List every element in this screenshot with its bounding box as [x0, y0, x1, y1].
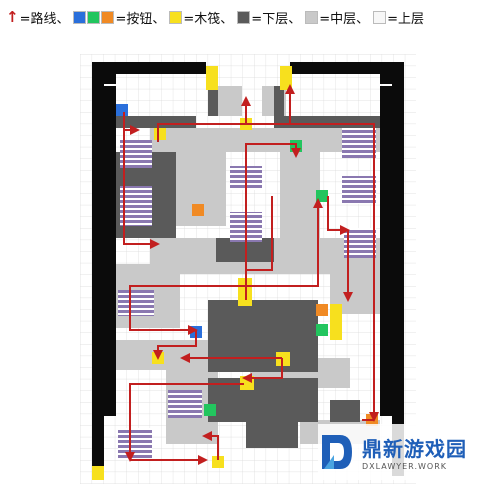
legend-lower: =下层、: [237, 8, 301, 27]
upper-layer-swatch-icon: [373, 10, 387, 24]
route-arrow-icon: [246, 198, 323, 287]
legend-upper: =上层: [373, 8, 424, 27]
watermark: 鼎新游戏园 DXLAWYER.WORK: [318, 424, 498, 480]
legend-upper-label: =上层: [387, 11, 425, 27]
legend-lower-label: =下层、: [251, 11, 302, 27]
route-arrow-icon: [123, 112, 160, 249]
stairs-icon: [168, 390, 202, 418]
raft-icon: [154, 128, 166, 140]
legend-bar: ↑ =路线、 =按钮、 =木筏、 =下层、 =中层、 =上层: [0, 0, 500, 34]
blue-button-swatch-icon: [73, 10, 87, 24]
route-arrow-icon: [125, 383, 244, 462]
orange-button-icon: [316, 304, 328, 316]
legend-middle-label: =中层、: [319, 11, 370, 27]
stairs-icon: [120, 186, 152, 226]
raft-swatch-icon: [169, 10, 183, 24]
orange-button-swatch-icon: [101, 10, 115, 24]
route-arrow-icon: [129, 285, 246, 335]
stairs-icon: [342, 176, 376, 204]
route-arrow-icon: [245, 143, 301, 164]
raft-icon: [206, 66, 218, 90]
raft-icon: [330, 304, 342, 340]
stairs-icon: [120, 140, 152, 168]
stairs-icon: [342, 128, 376, 158]
raft-icon: [212, 456, 224, 468]
route-arrow-icon: ↑: [6, 7, 19, 26]
legend-raft-label: =木筏、: [183, 11, 234, 27]
route-arrow-icon: [157, 123, 379, 422]
watermark-title: 鼎新游戏园: [362, 437, 467, 461]
route-arrow-icon: [202, 431, 219, 460]
lower-layer-areas: [116, 86, 380, 448]
legend-buttons: =按钮、: [73, 8, 165, 27]
route-arrow-icon: [242, 358, 283, 383]
walls: [92, 62, 404, 476]
green-button-swatch-icon: [87, 10, 101, 24]
route-arrow-icon: [123, 116, 140, 135]
green-button-icon: [316, 324, 328, 336]
route-arrow-icon: [327, 196, 350, 235]
route-arrow-icon: [153, 330, 197, 360]
blue-button-icon: [116, 104, 128, 116]
legend-route: ↑ =路线、: [6, 8, 69, 27]
middle-layer-swatch-icon: [305, 10, 319, 24]
legend-route-label: =路线、: [19, 11, 70, 27]
watermark-subtitle: DXLAWYER.WORK: [362, 462, 447, 471]
legend-buttons-label: =按钮、: [115, 11, 166, 27]
route-lines: [123, 84, 379, 465]
legend-middle: =中层、: [305, 8, 369, 27]
legend-raft: =木筏、: [169, 8, 233, 27]
raft-icon: [92, 466, 104, 480]
lower-layer-swatch-icon: [237, 10, 251, 24]
stairs-icon: [118, 290, 154, 316]
watermark-logo-icon: [322, 435, 352, 469]
stairs-icon: [118, 428, 152, 460]
green-button-icon: [204, 404, 216, 416]
orange-button-icon: [192, 204, 204, 216]
puzzle-map: [80, 54, 416, 484]
